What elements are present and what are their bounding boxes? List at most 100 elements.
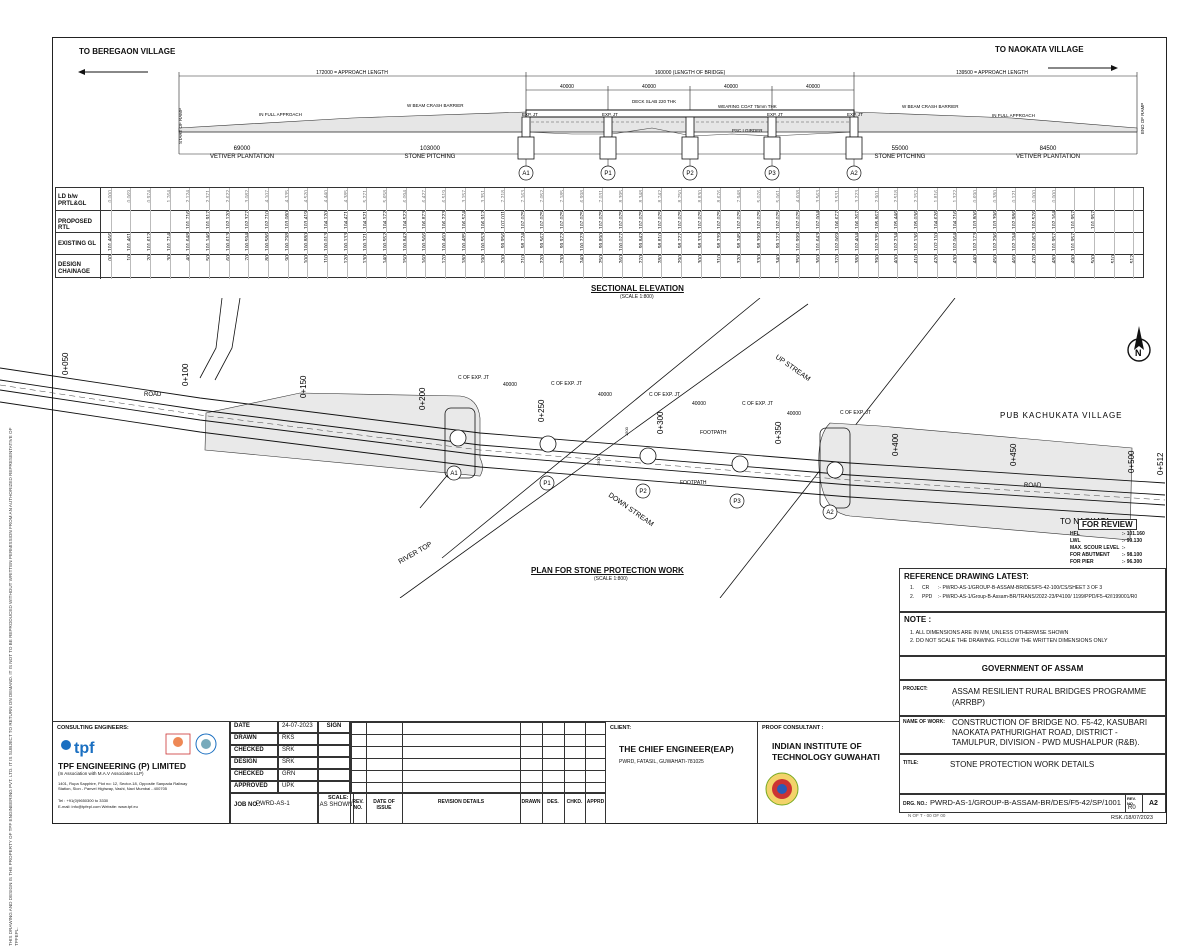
span-plan-3: 40000	[692, 401, 706, 407]
approval-role: CHECKED	[230, 769, 278, 781]
consultant-address: 1401, Rupa Sapphire, Plot no: 12, Sector…	[58, 781, 188, 791]
plan-dim-2: 1500	[624, 426, 629, 436]
svg-text:tpf: tpf	[74, 740, 95, 757]
approval-sign	[318, 757, 350, 769]
drawing-frame	[52, 37, 1167, 824]
river-top: RIVER TOP	[398, 541, 434, 566]
footpath-top: FOOTPATH	[700, 430, 727, 436]
road-label-right: ROAD	[1024, 483, 1042, 489]
wearing-coat: WEARING COAT 75mm THK	[718, 104, 777, 109]
span-len-3: 40000	[724, 84, 738, 90]
plan-support-a2: A2	[826, 510, 834, 516]
table-gridline	[1133, 188, 1135, 279]
right-mid-label: STONE PITCHING	[875, 154, 926, 160]
span-plan-2: 40000	[598, 392, 612, 398]
revision-grid	[350, 721, 606, 793]
plan-title: PLAN FOR STONE PROTECTION WORK	[531, 566, 684, 575]
table-gridline	[307, 188, 309, 279]
plan-dim-1: 1500	[596, 456, 601, 466]
reference-item-c: CR	[922, 585, 930, 591]
table-gridline	[1034, 188, 1036, 279]
revision-col-header: CHKD.	[566, 799, 583, 805]
hydro-value: :- 99.130	[1122, 538, 1143, 544]
drg-box: DRG. NO.: PWRD-AS-1/GROUP-B-ASSAM-BR/DES…	[899, 794, 1166, 813]
hydro-value: :- 96.300	[1122, 559, 1143, 565]
table-gridline	[1074, 188, 1076, 279]
left-mid-dim: 103000	[420, 146, 441, 152]
table-gridline	[366, 188, 368, 279]
approval-initials: SRK	[278, 757, 318, 769]
table-gridline	[228, 188, 230, 279]
sectional-elevation-scale: (SCALE 1:800)	[620, 294, 654, 300]
level-table-header-col	[56, 188, 101, 279]
exp-jt-plan-3: C OF EXP. JT	[649, 392, 680, 398]
table-gridline	[916, 188, 918, 279]
ch-0300: 0+300	[656, 411, 665, 434]
reference-item-c: PPD	[922, 594, 933, 600]
reference-box: REFERENCE DRAWING LATEST: 1.CR:- PWRD-AS…	[899, 568, 1166, 612]
table-gridline	[543, 188, 545, 279]
table-gridline	[563, 188, 565, 279]
table-gridline	[798, 188, 800, 279]
approval-initials: UPK	[278, 781, 318, 793]
consultant-box: CONSULTING ENGINEERS: tpf TPF ENGINEERIN…	[52, 721, 230, 824]
client-label: CLIENT:	[610, 725, 632, 731]
north-arrow-icon: N	[1126, 326, 1152, 371]
exp-jt-plan-2: C OF EXP. JT	[551, 381, 582, 387]
ref-code: RSK./18/07/2023	[1111, 815, 1153, 821]
reference-item-n: 2.	[910, 594, 915, 600]
proof-label: PROOF CONSULTANT :	[762, 725, 824, 731]
title-box: TITLE: STONE PROTECTION WORK DETAILS	[899, 754, 1166, 794]
table-gridline	[739, 188, 741, 279]
for-review-badge: FOR REVIEW	[1078, 519, 1137, 530]
project-value: ASSAM RESILIENT RURAL BRIDGES PROGRAMME …	[952, 687, 1147, 707]
w-beam-left: W BEAM CRASH BARRIER	[407, 103, 464, 108]
right-mid-dim: 55000	[892, 146, 909, 152]
table-gridline	[386, 188, 388, 279]
left-label: VETIVER PLANTATION	[210, 154, 274, 160]
hydro-value: :- 101.160	[1122, 531, 1145, 537]
elev-support-p2: P2	[686, 171, 694, 177]
in-full-approach-right: IN FULL APPROACH	[992, 113, 1035, 118]
revision-col-header: REV. NO.	[352, 799, 364, 811]
plan-view: A1 P1 P2 P3 A2 0+050 0+100 0+150 0+200 0…	[0, 298, 1166, 598]
elev-support-a1: A1	[522, 171, 530, 177]
row-label-ld: LD b/w PRTL&GL	[58, 194, 87, 207]
in-full-approach-left: IN FULL APPROACH	[259, 112, 302, 117]
sign-label: SIGN	[318, 721, 350, 733]
row-label-proposed: PROPOSED RTL	[58, 219, 93, 231]
consultant-name: TPF ENGINEERING (P) LIMITED	[58, 761, 186, 771]
date-value: 24-07-2023	[278, 721, 318, 733]
right-label: VETIVER PLANTATION	[1016, 154, 1080, 160]
reference-title: REFERENCE DRAWING LATEST:	[904, 572, 1029, 581]
sectional-elevation: 172000 = APPROACH LENGTH 160000 (LENGTH …	[178, 70, 1145, 181]
hydro-key: LWL	[1070, 538, 1081, 544]
revision-col-header: REVISION DETAILS	[437, 799, 485, 805]
approval-initials: GRN	[278, 769, 318, 781]
work-box: NAME OF WORK: CONSTRUCTION OF BRIDGE NO.…	[899, 716, 1166, 754]
scale-value: AS SHOWN	[319, 802, 353, 808]
road-label-left: ROAD	[144, 392, 162, 398]
consultant-tel: Tel : +91(0)9650300 to 3330	[58, 798, 109, 803]
ch-0500: 0+500	[1127, 450, 1136, 473]
table-gridline	[1093, 188, 1095, 279]
table-gridline	[975, 188, 977, 279]
exp-jt-3: EXP. JT	[767, 112, 783, 117]
exp-jt-1: EXP. JT	[522, 112, 538, 117]
left-village-heading: TO BEREGAON VILLAGE	[79, 47, 176, 56]
w-beam-right: W BEAM CRASH BARRIER	[902, 104, 959, 109]
table-gridline	[268, 188, 270, 279]
table-gridline	[504, 188, 506, 279]
approval-sign	[318, 781, 350, 793]
plan-support-p3: P3	[733, 499, 741, 505]
table-gridline	[779, 188, 781, 279]
job-label: JOB NO.:	[230, 793, 318, 824]
span-len-1: 40000	[560, 84, 574, 90]
table-gridline	[464, 188, 466, 279]
sheet-number: N OF T - 00 OF 00	[908, 813, 946, 818]
bridge-len: 160000 (LENGTH OF BRIDGE)	[655, 70, 726, 76]
table-gridline	[838, 188, 840, 279]
consultant-label: CONSULTING ENGINEERS:	[57, 725, 129, 731]
ch-0050: 0+050	[61, 352, 70, 375]
